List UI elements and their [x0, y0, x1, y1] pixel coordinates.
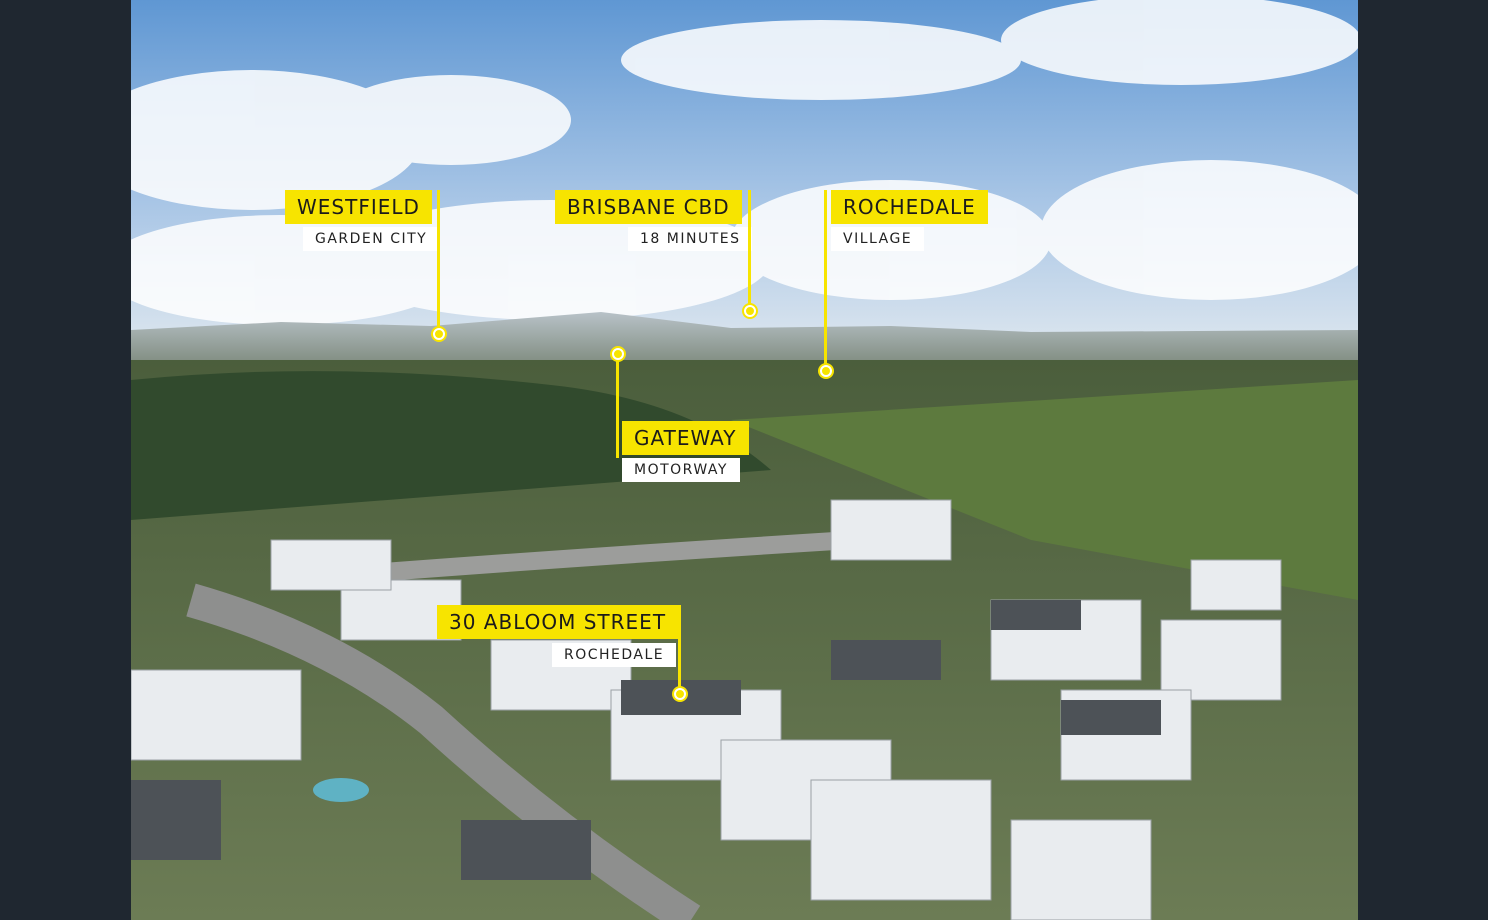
- aerial-photo: WESTFIELD GARDEN CITY BRISBANE CBD 18 MI…: [131, 0, 1358, 920]
- callout-westfield-leader: [437, 190, 440, 333]
- pool: [313, 778, 369, 802]
- callout-rochedale-village-leader: [824, 190, 827, 370]
- callout-rochedale-village-pin: [820, 365, 832, 377]
- callout-brisbane-title: BRISBANE CBD: [555, 190, 742, 224]
- forest: [131, 371, 771, 520]
- callout-property-subtitle: ROCHEDALE: [552, 643, 677, 667]
- callout-westfield-title: WESTFIELD: [285, 190, 432, 224]
- grass-area: [731, 380, 1358, 600]
- callout-rochedale-village-title: ROCHEDALE: [831, 190, 988, 224]
- callout-property-title: 30 ABLOOM STREET: [437, 605, 679, 639]
- callout-gateway-leader: [616, 354, 619, 458]
- callout-westfield-subtitle: GARDEN CITY: [303, 227, 440, 251]
- roofs-dark: [131, 600, 1161, 880]
- callout-brisbane-pin: [744, 305, 756, 317]
- callout-brisbane-subtitle: 18 MINUTES: [628, 227, 753, 251]
- callout-property-pin: [674, 688, 686, 700]
- road: [186, 583, 701, 920]
- callout-gateway-subtitle: MOTORWAY: [622, 458, 740, 482]
- callout-gateway-pin: [612, 348, 624, 360]
- aerial-scene: [131, 0, 1358, 920]
- callout-westfield-pin: [433, 328, 445, 340]
- houses: [131, 499, 1282, 920]
- callout-brisbane-leader: [748, 190, 751, 310]
- callout-rochedale-village-subtitle: VILLAGE: [831, 227, 925, 251]
- callout-gateway-title: GATEWAY: [622, 421, 749, 455]
- callout-property-leader: [678, 605, 681, 690]
